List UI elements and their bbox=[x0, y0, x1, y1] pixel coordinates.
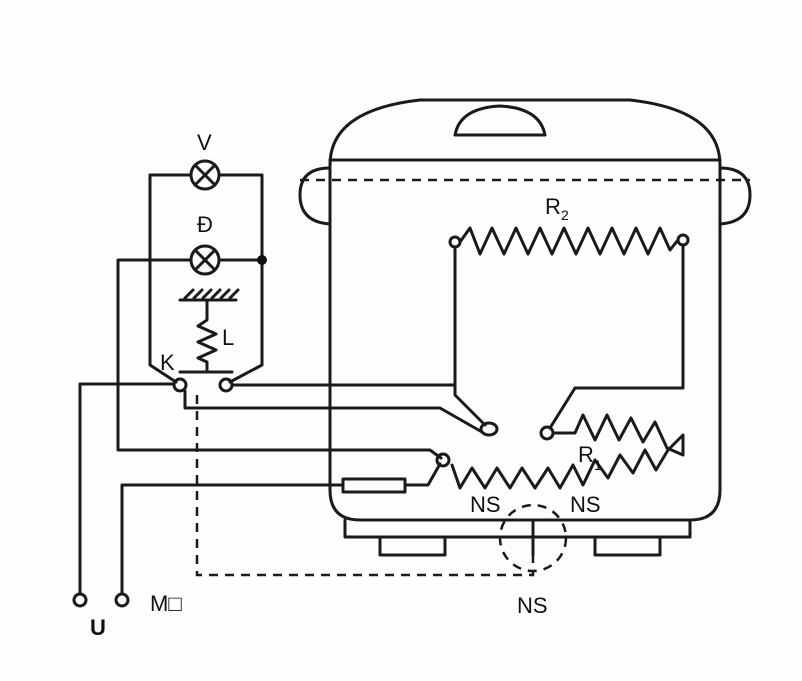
label-supply: M□ bbox=[150, 591, 182, 616]
ground-icon bbox=[178, 288, 240, 302]
heater-r2-icon bbox=[458, 226, 680, 256]
label-r2-sub: 2 bbox=[561, 207, 569, 223]
foot-left bbox=[378, 535, 447, 557]
fuse-icon bbox=[341, 477, 407, 494]
wire bbox=[120, 483, 345, 596]
wire bbox=[548, 243, 685, 430]
terminal-left bbox=[72, 592, 88, 608]
label-l: L bbox=[222, 325, 234, 350]
coil-spring-icon bbox=[196, 298, 218, 374]
wire bbox=[183, 389, 484, 434]
wire bbox=[78, 382, 176, 596]
left-handle bbox=[298, 166, 332, 226]
wire bbox=[217, 173, 264, 384]
label-d: Đ bbox=[197, 212, 213, 237]
junction-dot bbox=[257, 255, 267, 265]
wire bbox=[148, 173, 193, 384]
label-voltage: U bbox=[90, 615, 106, 640]
foot-right bbox=[593, 535, 662, 557]
right-handle bbox=[718, 166, 752, 226]
label-ns-bottom: NS bbox=[517, 593, 548, 618]
heater-r1-icon bbox=[450, 413, 685, 490]
cooker-outline bbox=[298, 98, 752, 557]
switch-contact-left bbox=[172, 377, 188, 393]
lamp-v-icon bbox=[189, 159, 221, 191]
wire bbox=[230, 383, 487, 427]
label-ns-left: NS bbox=[470, 492, 501, 517]
terminal-right bbox=[114, 592, 130, 608]
lamp-d-icon bbox=[189, 244, 221, 276]
label-k: K bbox=[160, 350, 175, 375]
label-r2: R bbox=[545, 194, 561, 219]
label-r1-sub: 1 bbox=[594, 457, 602, 473]
label-v: V bbox=[197, 130, 212, 155]
wire bbox=[116, 258, 443, 460]
switch-contact-right bbox=[218, 377, 234, 393]
label-r1: R bbox=[578, 442, 594, 467]
label-ns-right: NS bbox=[570, 492, 601, 517]
thermostat-tip bbox=[479, 421, 499, 437]
